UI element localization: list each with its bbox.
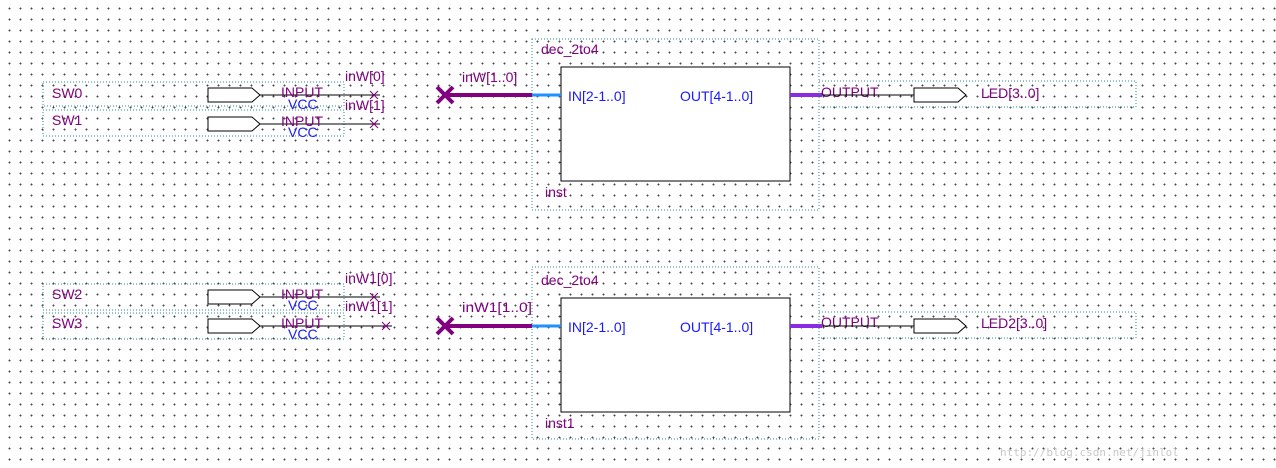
pin-frame (42, 81, 345, 107)
block-type-name: dec_2to4 (541, 272, 599, 288)
pin-default: VCC (288, 124, 318, 140)
pin-kind: OUTPUT (821, 314, 879, 330)
no-connect-marker (435, 85, 455, 105)
no-connect-marker (435, 316, 455, 336)
pin-frame (818, 80, 1137, 108)
pin-kind: INPUT (281, 84, 323, 100)
pin-kind: INPUT (281, 315, 323, 331)
net-label: inW1[1] (345, 298, 392, 314)
pin-kind: INPUT (281, 113, 323, 129)
bus-label: inW1[1..0] (462, 299, 532, 315)
decoder-block-inst[interactable]: dec_2to4 IN[2-1..0] OUT[4-1..0] inst inW… (435, 38, 822, 211)
instance-name: inst (545, 184, 567, 200)
in-port-label: IN[2-1..0] (568, 319, 626, 335)
pin-default: VCC (288, 326, 318, 342)
output-pin-symbol (913, 318, 967, 334)
input-pin-sw1[interactable]: SW1 INPUT VCC inW[1] (42, 97, 385, 140)
out-port-label: OUT[4-1..0] (680, 88, 753, 104)
input-pin-sw0[interactable]: SW0 INPUT VCC inW[0] (42, 68, 385, 112)
input-pin-sw2[interactable]: SW2 INPUT VCC inW1[0] (42, 270, 392, 313)
pin-name: SW3 (52, 315, 83, 331)
no-connect-marker (369, 292, 379, 302)
no-connect-marker (369, 90, 379, 100)
output-pin-led[interactable]: OUTPUT LED[3..0] (818, 80, 1137, 108)
out-port-label: OUT[4-1..0] (680, 319, 753, 335)
block-body (560, 66, 791, 182)
net-label: inW[0] (345, 68, 385, 84)
pin-frame (42, 312, 345, 340)
output-pin-led2[interactable]: OUTPUT LED2[3..0] (818, 311, 1137, 339)
pin-kind: OUTPUT (821, 84, 879, 100)
pin-name: LED[3..0] (981, 85, 1039, 101)
pin-frame (42, 283, 345, 311)
no-connect-marker (369, 119, 379, 129)
input-pin-symbol (207, 318, 261, 334)
decoder-block-inst1[interactable]: dec_2to4 IN[2-1..0] OUT[4-1..0] inst1 in… (435, 266, 822, 440)
pin-name: SW2 (52, 286, 83, 302)
net-label: inW[1] (345, 97, 385, 113)
input-pin-symbol (207, 87, 261, 103)
pin-name: SW0 (52, 85, 83, 101)
output-pin-symbol (913, 87, 967, 103)
pin-default: VCC (288, 297, 318, 313)
block-type-name: dec_2to4 (541, 41, 599, 57)
pin-frame (818, 311, 1137, 339)
input-pin-symbol (207, 116, 261, 132)
pin-kind: INPUT (281, 286, 323, 302)
input-pin-symbol (207, 289, 261, 305)
block-body (560, 297, 791, 413)
in-port-label: IN[2-1..0] (568, 88, 626, 104)
net-label: inW1[0] (345, 270, 392, 286)
no-connect-marker (381, 321, 391, 331)
pin-frame (42, 109, 345, 137)
block-frame (531, 266, 820, 440)
input-pin-sw3[interactable]: SW3 INPUT VCC inW1[1] (42, 298, 392, 342)
watermark: http://blog.csdn.net/jinlol (1000, 446, 1179, 459)
instance-name: inst1 (545, 415, 575, 431)
pin-default: VCC (288, 96, 318, 112)
pin-name: SW1 (52, 112, 83, 128)
block-frame (531, 38, 820, 211)
pin-name: LED2[3..0] (981, 315, 1047, 331)
bus-label: inW[1..0] (462, 69, 517, 85)
